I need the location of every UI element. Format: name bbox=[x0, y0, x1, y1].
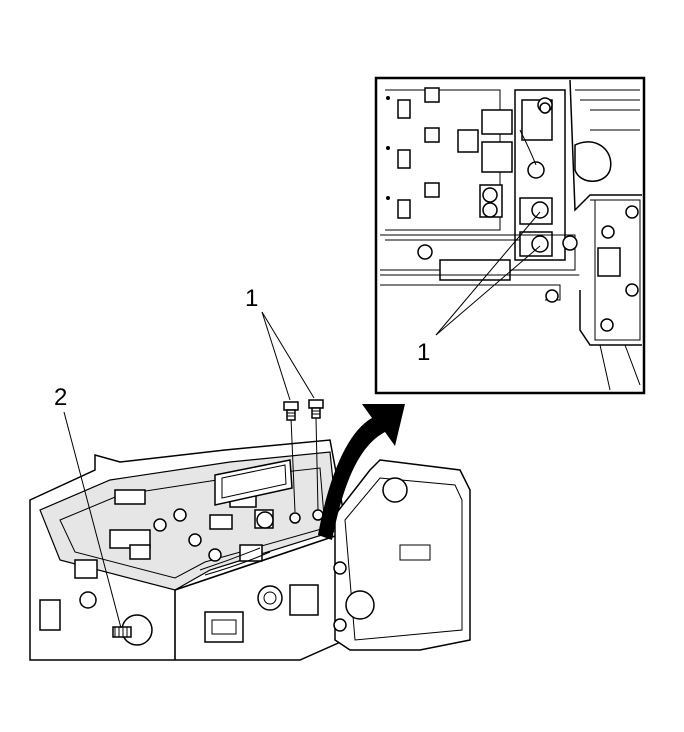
leader-line-stud bbox=[63, 411, 122, 629]
curved-arrow-icon bbox=[318, 404, 405, 540]
callout-1-bolts: 1 bbox=[245, 285, 258, 312]
control-module-assembly bbox=[29, 439, 346, 661]
detail-inset bbox=[374, 76, 646, 395]
bolt-guide-lines bbox=[290, 417, 319, 513]
side-housing bbox=[333, 459, 471, 651]
bolt-right bbox=[308, 399, 324, 419]
bolt-left bbox=[283, 401, 299, 421]
callout-2-stud: 2 bbox=[54, 384, 67, 411]
bolts bbox=[283, 399, 324, 421]
leader-lines-bolts bbox=[261, 311, 315, 401]
callout-1-inset: 1 bbox=[417, 339, 430, 366]
